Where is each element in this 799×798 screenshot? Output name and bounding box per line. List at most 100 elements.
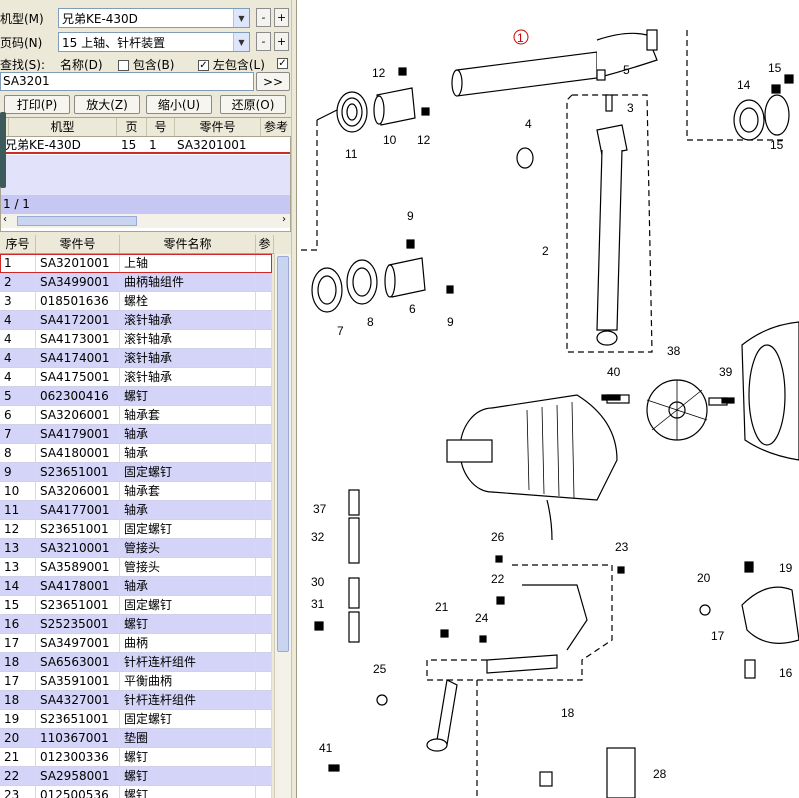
callout-6: 6	[409, 302, 416, 316]
print-button[interactable]: 打印(P)	[4, 95, 70, 114]
parts-vscroll-thumb[interactable]	[277, 256, 289, 652]
callout-7: 7	[337, 324, 344, 338]
callout-40: 40	[607, 365, 621, 379]
result-row[interactable]: 兄弟KE-430D 15 1 SA3201001	[1, 137, 290, 154]
cell-seq: 6	[0, 406, 36, 424]
callout-26: 26	[491, 530, 505, 544]
result-hscroll-thumb[interactable]	[17, 216, 137, 226]
cell-seq: 10	[0, 482, 36, 500]
cell-part-no: SA2958001	[36, 767, 120, 785]
result-col-part[interactable]: 零件号	[175, 118, 261, 136]
cell-part-no: SA3206001	[36, 406, 120, 424]
result-cell-part: SA3201001	[177, 138, 247, 152]
arrow-right-icon[interactable]: ›	[282, 214, 286, 225]
cell-ref	[256, 292, 272, 310]
zoom-out-button[interactable]: 缩小(U)	[146, 95, 212, 114]
cell-ref	[256, 425, 272, 443]
cell-ref	[256, 767, 272, 785]
left-include-label: 左包含(L)	[212, 58, 265, 72]
left-include-checkbox[interactable]: ✓	[198, 60, 209, 71]
cell-part-name: 轴承	[120, 501, 256, 519]
result-hscrollbar[interactable]: ‹ ›	[1, 213, 290, 228]
page-prev-button[interactable]: -	[256, 32, 271, 51]
model-select[interactable]: 兄弟KE-430D ▼	[58, 8, 250, 28]
chevron-down-icon[interactable]: ▼	[233, 33, 249, 51]
extra-checkbox[interactable]: ✓	[277, 58, 288, 69]
cell-part-name: 管接头	[120, 558, 256, 576]
cell-seq: 1	[0, 254, 36, 272]
include-checkbox[interactable]	[118, 60, 129, 71]
chevron-down-icon[interactable]: ▼	[233, 9, 249, 27]
col-part-name[interactable]: 零件名称	[120, 235, 256, 253]
callout-12a: 12	[372, 66, 386, 80]
result-col-no[interactable]: 号	[147, 118, 175, 136]
exploded-diagram[interactable]: 1 2 3 4 5 6 7 8 9 9 10 11 12 12 14 15 15…	[297, 0, 799, 798]
splitter[interactable]	[291, 0, 297, 798]
left-include-checkbox-wrap[interactable]: ✓ 左包含(L)	[198, 56, 265, 73]
dock-handle[interactable]	[0, 112, 6, 188]
model-select-value: 兄弟KE-430D	[62, 11, 138, 26]
page-label: 页码(N)	[0, 36, 43, 50]
callout-25: 25	[373, 662, 387, 676]
include-checkbox-wrap[interactable]: 包含(B)	[118, 56, 174, 73]
restore-button[interactable]: 还原(O)	[220, 95, 286, 114]
col-ref[interactable]: 参	[256, 235, 274, 253]
search-go-button[interactable]: >>	[256, 72, 290, 91]
cell-ref	[256, 501, 272, 519]
search-input[interactable]: SA3201	[0, 72, 254, 91]
cell-seq: 7	[0, 425, 36, 443]
result-col-page[interactable]: 页	[117, 118, 147, 136]
page-next-button[interactable]: +	[274, 32, 289, 51]
callout-labels: 1 2 3 4 5 6 7 8 9 9 10 11 12 12 14 15 15…	[311, 29, 793, 781]
cell-ref	[256, 710, 272, 728]
cell-part-name: 螺钉	[120, 748, 256, 766]
cell-seq: 4	[0, 330, 36, 348]
cell-part-no: S23651001	[36, 463, 120, 481]
model-prev-button[interactable]: -	[256, 8, 271, 27]
result-cell-model: 兄弟KE-430D	[5, 138, 81, 152]
result-col-ref[interactable]: 参考	[261, 118, 291, 136]
cell-part-no: SA4173001	[36, 330, 120, 348]
parts-vscrollbar[interactable]	[274, 254, 291, 798]
cell-part-name: 螺钉	[120, 786, 256, 798]
set-screw-12	[398, 67, 407, 76]
page-select[interactable]: 15 上轴、针杆装置 ▼	[58, 32, 250, 52]
cell-part-no: 018501636	[36, 292, 120, 310]
col-seq[interactable]: 序号	[0, 235, 36, 253]
model-next-button[interactable]: +	[274, 8, 289, 27]
col-part-no[interactable]: 零件号	[36, 235, 120, 253]
leader-line	[686, 30, 787, 141]
arrow-left-icon[interactable]: ‹	[3, 214, 7, 225]
zoom-in-button[interactable]: 放大(Z)	[74, 95, 140, 114]
result-col-model[interactable]: 机型	[9, 118, 117, 136]
